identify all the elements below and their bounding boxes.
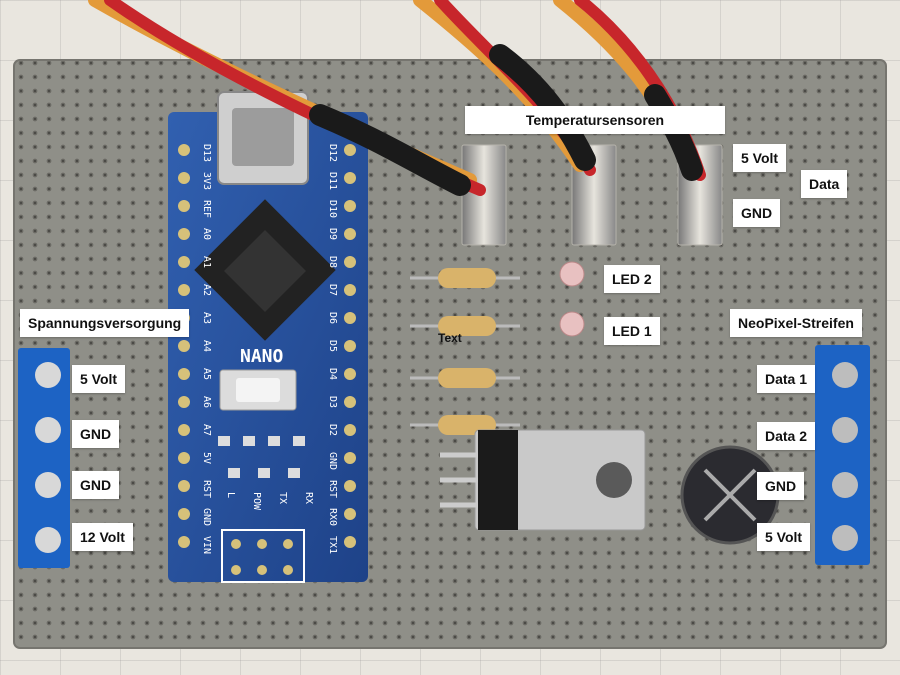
neopixel-terminal-block <box>815 345 870 565</box>
nano-pin-label: D9 <box>327 228 338 241</box>
label-gnd-top: GND <box>733 199 781 227</box>
label-temperatursensoren: Temperatursensoren <box>465 106 725 134</box>
nano-pin-label: TX1 <box>327 536 338 555</box>
label-5volt-top: 5 Volt <box>733 144 787 172</box>
nano-led-label: POW <box>251 492 262 511</box>
nano-label: NANO <box>240 346 284 367</box>
nano-pin-label: D6 <box>327 312 338 325</box>
nano-pin-label: D11 <box>327 172 338 191</box>
nano-pin-label: A1 <box>201 256 212 269</box>
nano-pin-label: RST <box>327 480 338 499</box>
nano-pin-label: D7 <box>327 284 338 297</box>
nano-pin-label: A7 <box>201 424 212 437</box>
nano-pin-label: REF <box>201 200 212 219</box>
nano-pin-label: D4 <box>327 368 338 381</box>
resistors <box>410 268 520 435</box>
label-strip-gnd: GND <box>757 472 805 500</box>
label-power-gnd2: GND <box>72 471 120 499</box>
nano-pin-label: D5 <box>327 340 338 353</box>
nano-led-label: L <box>225 492 236 499</box>
nano-pin-label: 5V <box>201 452 212 465</box>
sensor-cables <box>88 0 706 196</box>
nano-pin-label: D2 <box>327 424 338 437</box>
nano-pin-label: RX0 <box>327 508 338 527</box>
label-power-5volt: 5 Volt <box>72 365 126 393</box>
stray-text-label: Text <box>438 331 462 345</box>
nano-pin-label: A5 <box>201 368 212 381</box>
label-led1: LED 1 <box>604 317 660 345</box>
nano-pin-label: A6 <box>201 396 212 409</box>
label-spannungsversorgung: Spannungsversorgung <box>20 309 190 337</box>
label-neopixel-streifen: NeoPixel-Streifen <box>730 309 862 337</box>
nano-pin-label: D10 <box>327 200 338 219</box>
label-power-gnd1: GND <box>72 420 120 448</box>
label-strip-data2: Data 2 <box>757 422 816 450</box>
nano-pin-label: 3V3 <box>201 172 212 191</box>
label-power-12volt: 12 Volt <box>72 523 133 551</box>
label-strip-5volt: 5 Volt <box>757 523 811 551</box>
nano-pin-label: GND <box>327 452 338 471</box>
power-terminal-block <box>18 348 70 568</box>
leds <box>559 261 585 337</box>
nano-pin-label: A4 <box>201 340 212 353</box>
nano-pin-label: GND <box>201 508 212 527</box>
nano-pin-label: D12 <box>327 144 338 163</box>
nano-pin-label: D3 <box>327 396 338 409</box>
label-data-top: Data <box>801 170 848 198</box>
nano-pin-label: RST <box>201 480 212 499</box>
voltage-regulator <box>440 429 646 531</box>
label-led2: LED 2 <box>604 265 660 293</box>
nano-pin-label: D13 <box>201 144 212 163</box>
arduino-nano-board: NANO <box>168 91 368 583</box>
nano-pin-label: A2 <box>201 284 212 297</box>
nano-led-label: RX <box>303 492 314 505</box>
nano-pin-label: A0 <box>201 228 212 241</box>
label-strip-data1: Data 1 <box>757 365 816 393</box>
temperature-sensor-connectors <box>461 144 723 246</box>
nano-led-label: TX <box>277 492 288 505</box>
electrolytic-capacitor <box>680 445 780 545</box>
nano-pin-label: D8 <box>327 256 338 269</box>
nano-pin-label: A3 <box>201 312 212 325</box>
nano-pin-label: VIN <box>201 536 212 555</box>
